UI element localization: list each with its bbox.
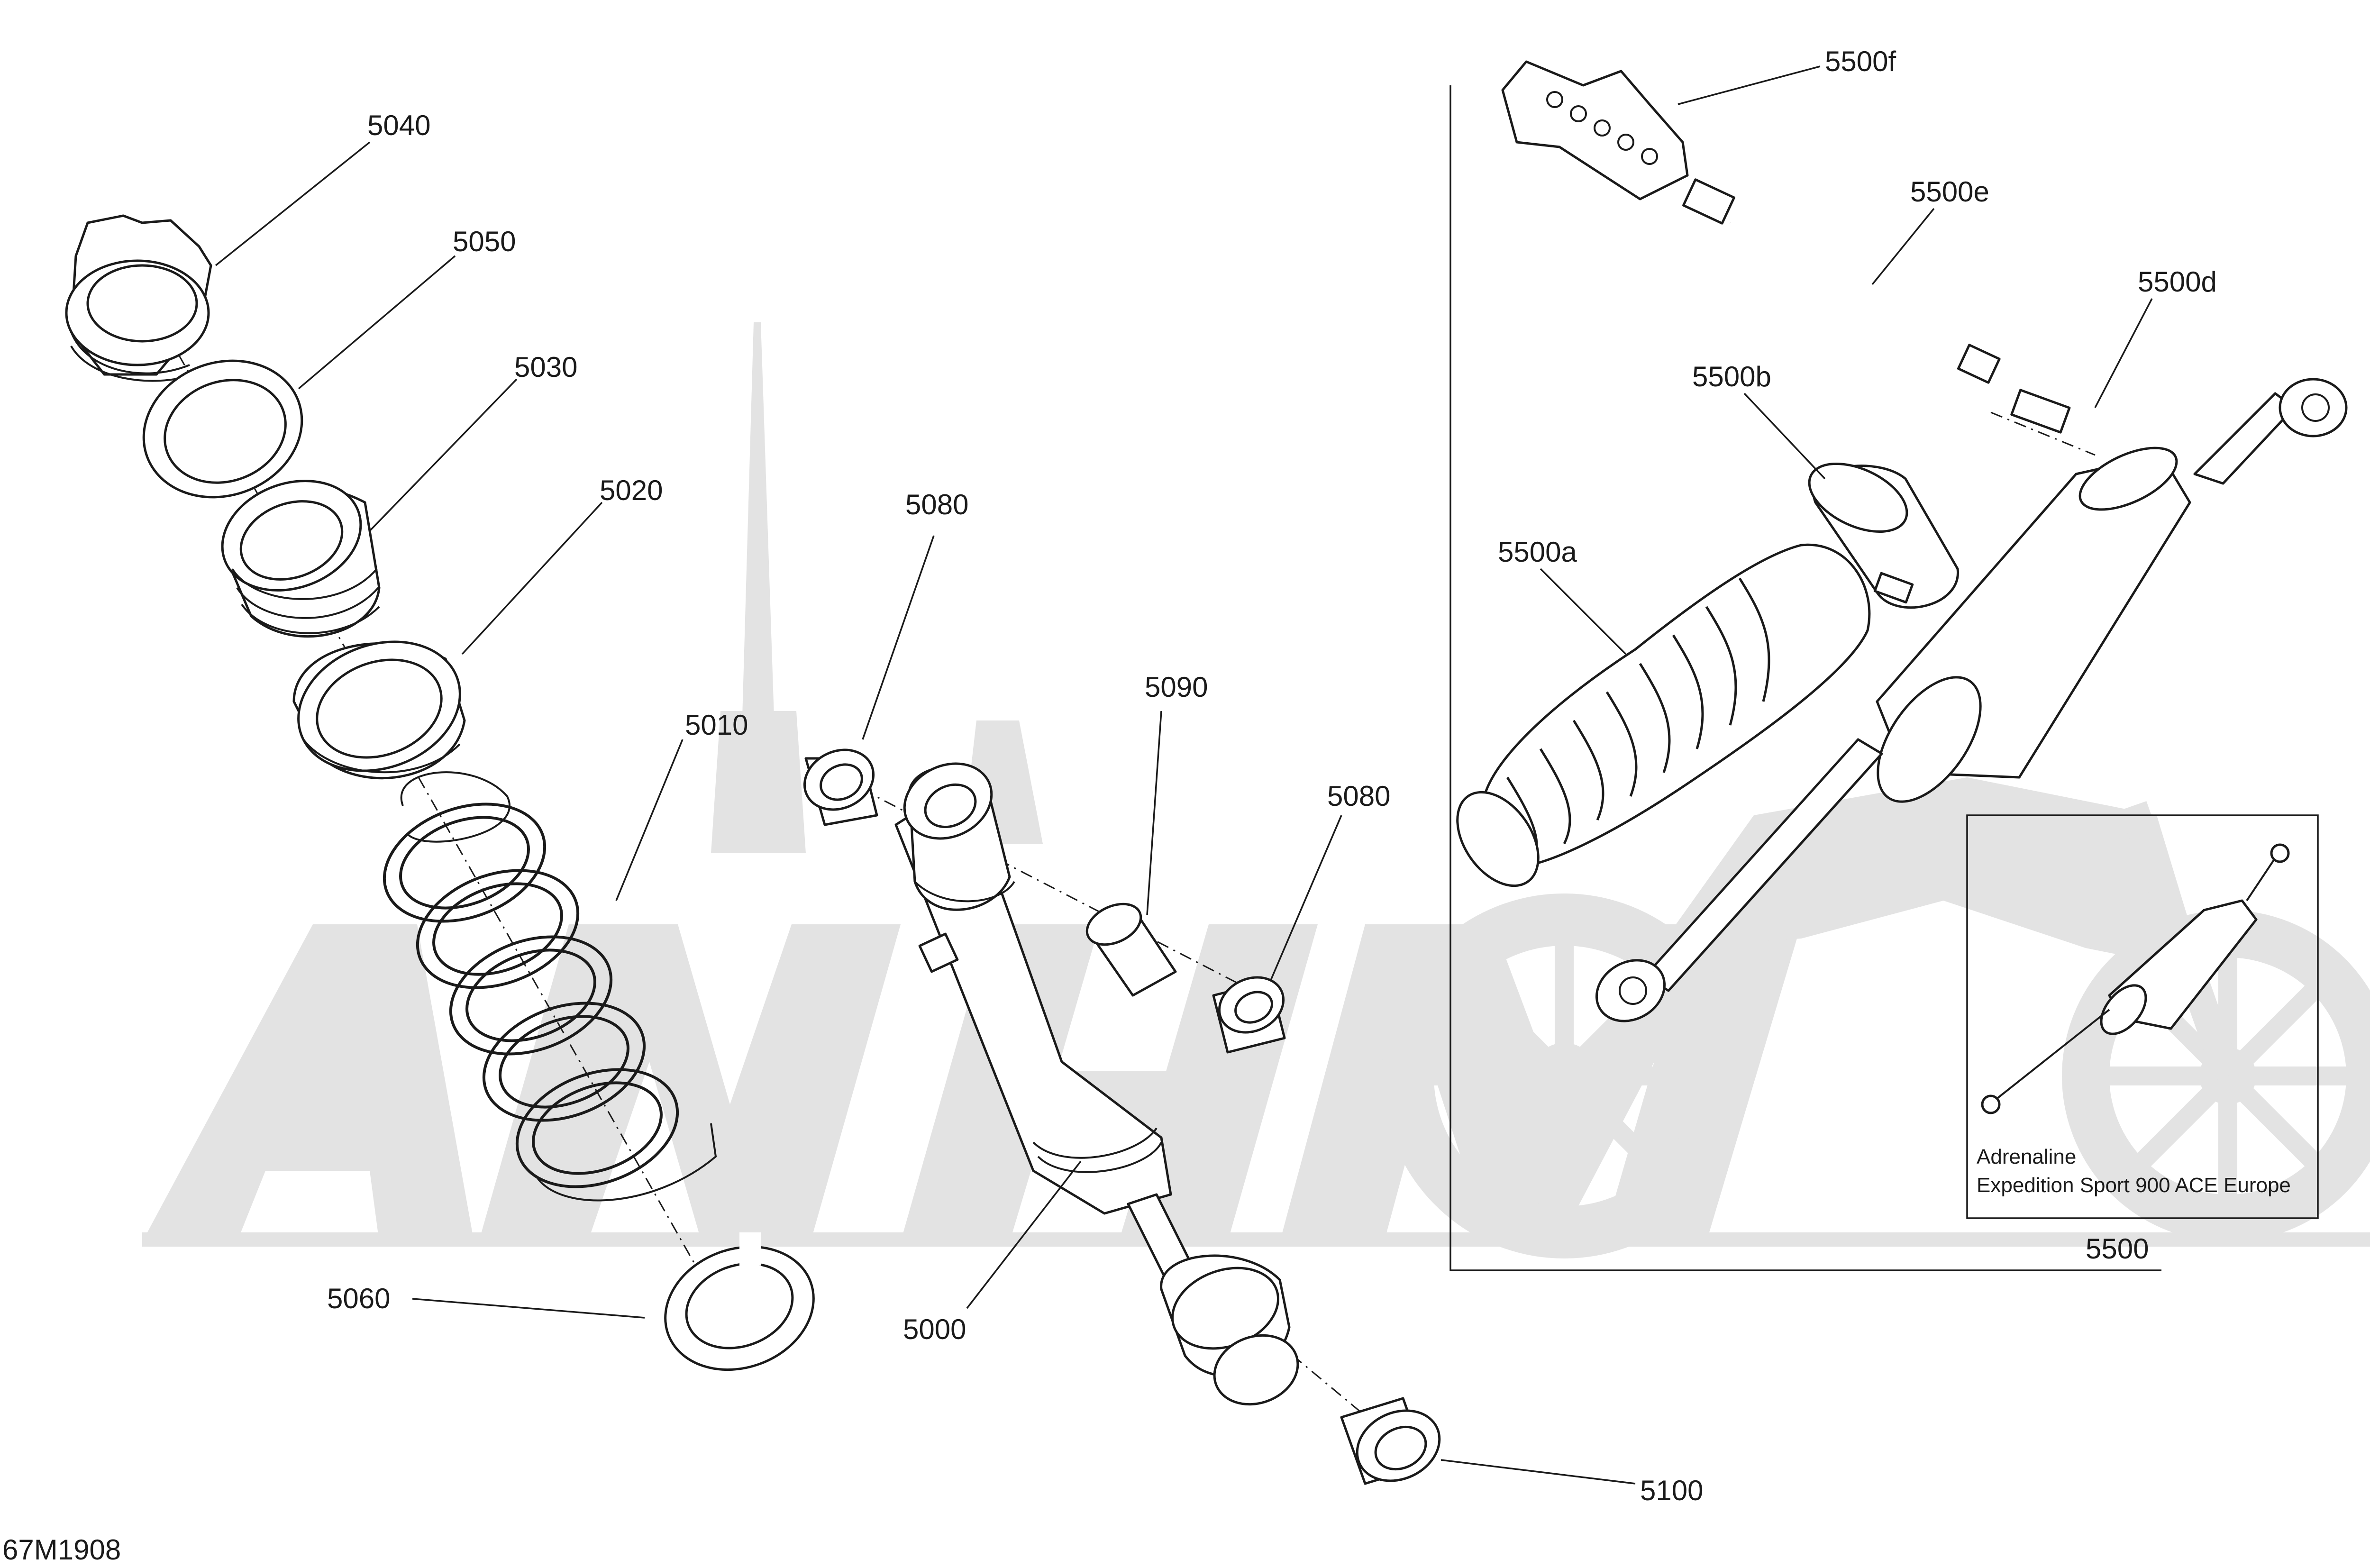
callout-5500f: 5500f <box>1825 46 1896 77</box>
inset-model-line-2: Expedition Sport 900 ACE Europe <box>1977 1174 2291 1197</box>
part-5500e-hose <box>1682 178 2001 384</box>
callout-5010: 5010 <box>685 709 748 741</box>
callout-5100: 5100 <box>1640 1475 1703 1506</box>
callout-5050: 5050 <box>453 226 516 257</box>
part-5500-shock-assembly <box>1595 378 2348 1022</box>
inset-model-line-1: Adrenaline <box>1977 1145 2076 1168</box>
watermark-logo <box>142 322 2370 1258</box>
part-5100-bushing <box>1340 1397 1441 1485</box>
callout-5040: 5040 <box>367 109 430 141</box>
leader-lines <box>215 65 2153 1485</box>
part-5000-damper-body <box>894 762 1299 1406</box>
callout-5500: 5500 <box>2086 1233 2149 1265</box>
part-5500a-boot <box>1456 543 1871 887</box>
part-5500b-clamp <box>1808 462 1959 609</box>
callout-5080-lower: 5080 <box>1327 780 1390 812</box>
part-5020-spring-seat <box>292 640 466 779</box>
part-5080-bushing-lower <box>1212 976 1286 1054</box>
model-inset <box>1966 814 2319 1219</box>
callout-5030: 5030 <box>514 351 577 383</box>
callout-5500a: 5500a <box>1498 536 1577 568</box>
callout-5500e: 5500e <box>1910 176 1989 208</box>
callout-5500d: 5500d <box>2138 266 2217 298</box>
callout-5500b: 5500b <box>1692 361 1771 392</box>
callout-5000: 5000 <box>903 1313 966 1345</box>
part-5010-coil-spring <box>383 771 717 1202</box>
part-5500f-bracket <box>1501 60 1689 201</box>
part-5030-adjusting-nut <box>221 480 381 638</box>
callout-5020: 5020 <box>600 474 663 506</box>
part-5080-bushing-upper <box>803 748 878 826</box>
part-5040-adjuster-cap <box>65 214 212 382</box>
callout-labels: 5040 5050 5030 5020 5010 5060 5080 5090 … <box>2 46 2291 1566</box>
callout-5060: 5060 <box>327 1283 390 1314</box>
part-5060-clip-ring <box>664 1232 815 1371</box>
diagram-id: 67M1908 <box>2 1534 121 1566</box>
part-5050-ring <box>142 359 303 499</box>
callout-5080-upper: 5080 <box>905 489 968 520</box>
callout-5090: 5090 <box>1145 671 1208 703</box>
part-5500d-fitting <box>2010 389 2071 434</box>
group-5500-frame <box>1449 85 2161 1271</box>
part-5090-spacer-sleeve <box>1085 903 1177 997</box>
